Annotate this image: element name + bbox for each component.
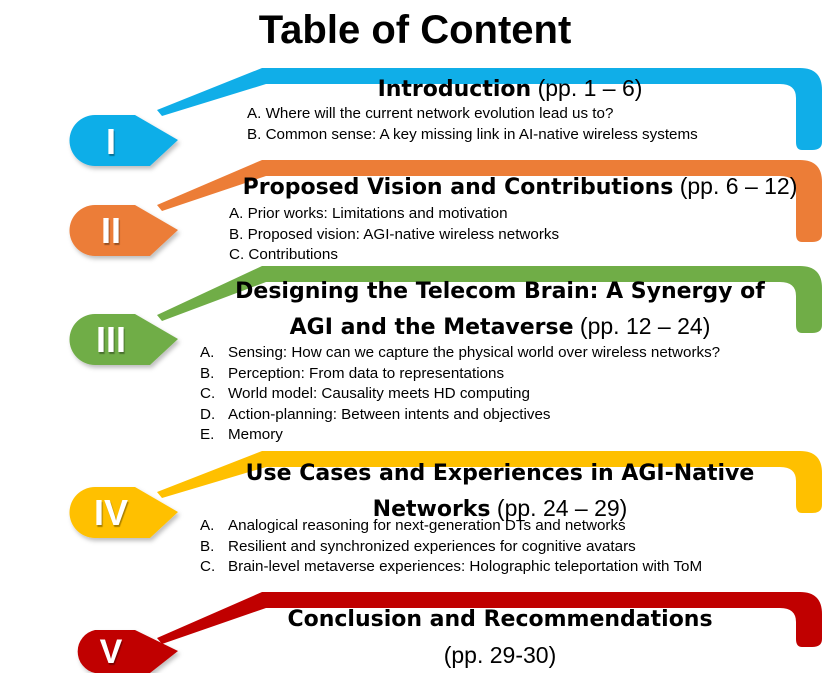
list-item: C.World model: Causality meets HD comput… xyxy=(200,385,530,402)
list-item: B.Perception: From data to representatio… xyxy=(200,364,505,382)
section-3-pages: (pp. 12 – 24) xyxy=(573,313,711,339)
section-2-title: Proposed Vision and Contributions xyxy=(242,175,674,200)
list-item: A. Where will the current network evolut… xyxy=(247,105,614,122)
section-3-heading-line-2: AGI and the Metaverse (pp. 12 – 24) xyxy=(210,310,790,344)
section-2-pages: (pp. 6 – 12) xyxy=(673,173,798,199)
section-1-pages: (pp. 1 – 6) xyxy=(531,75,643,101)
section-5-heading: Conclusion and Recommendations xyxy=(287,607,713,632)
numeral-section-4: IV xyxy=(93,492,128,533)
section-3-heading-line-1: Designing the Telecom Brain: A Synergy o… xyxy=(235,279,765,304)
numeral-section-1: I xyxy=(105,121,116,162)
section-2-items: A. Prior works: Limitations and motivati… xyxy=(229,204,559,266)
section-1-heading: Introduction (pp. 1 – 6) xyxy=(230,72,790,106)
numeral-section-3: III xyxy=(95,319,126,360)
ribbon-section-5 xyxy=(157,592,822,647)
badge-section-3 xyxy=(69,314,178,365)
section-3-title: AGI and the Metaverse xyxy=(289,315,574,340)
numeral-section-5: V xyxy=(99,633,123,671)
section-4-heading-line-2: Networks (pp. 24 – 29) xyxy=(210,492,790,526)
section-3-items: A.Sensing: How can we capture the physic… xyxy=(200,343,720,446)
page-title: Table of Content xyxy=(258,8,572,52)
badge-section-1 xyxy=(69,115,178,166)
section-2-heading: Proposed Vision and Contributions (pp. 6… xyxy=(240,170,800,204)
section-4-heading-line-1: Use Cases and Experiences in AGI-Native xyxy=(245,461,755,486)
section-4-items: A.Analogical reasoning for next-generati… xyxy=(200,516,702,578)
ribbon-section-2 xyxy=(157,160,822,242)
ribbon-section-1 xyxy=(157,68,822,150)
list-item: B. Proposed vision: AGI-native wireless … xyxy=(229,225,560,243)
list-item: D.Action-planning: Between intents and o… xyxy=(200,405,551,423)
list-item: B. Common sense: A key missing link in A… xyxy=(247,125,698,143)
list-item: A. Prior works: Limitations and motivati… xyxy=(229,205,508,222)
list-item: A.Sensing: How can we capture the physic… xyxy=(200,344,721,361)
badge-section-4 xyxy=(69,487,178,538)
section-4-title: Networks xyxy=(372,497,491,522)
section-4-pages: (pp. 24 – 29) xyxy=(490,495,628,521)
ribbon-section-3 xyxy=(157,266,822,333)
ribbon-section-4 xyxy=(157,451,822,513)
badge-section-5 xyxy=(77,630,178,673)
list-item: C. Contributions xyxy=(229,246,338,263)
list-item: B.Resilient and synchronized experiences… xyxy=(200,537,636,555)
badge-section-2 xyxy=(69,205,178,256)
list-item: C.Brain-level metaverse experiences: Hol… xyxy=(200,558,703,575)
list-item: E.Memory xyxy=(200,426,283,443)
section-1-items: A. Where will the current network evolut… xyxy=(247,104,698,145)
section-1-title: Introduction xyxy=(377,77,532,102)
list-item: A.Analogical reasoning for next-generati… xyxy=(200,517,626,534)
numeral-section-2: II xyxy=(100,210,121,251)
section-5-pages: (pp. 29-30) xyxy=(443,642,557,668)
